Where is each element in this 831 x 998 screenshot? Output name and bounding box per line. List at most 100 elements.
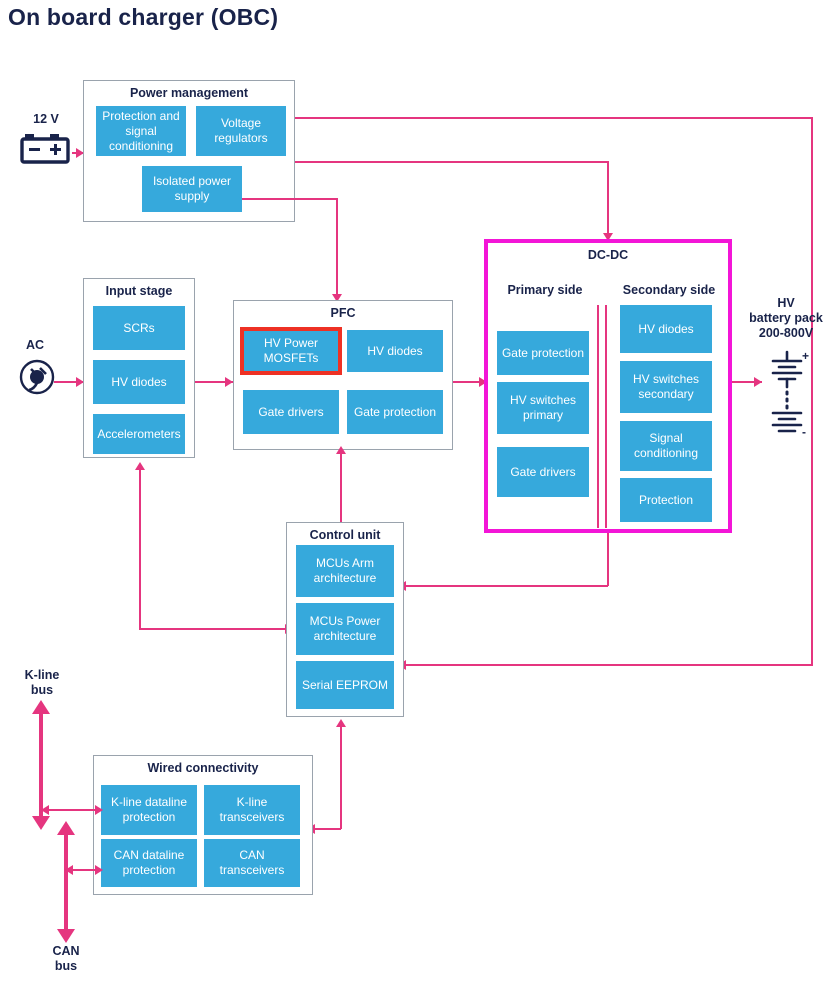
arrowhead-12v-to-power-management bbox=[76, 148, 84, 158]
block-label: Voltage regulators bbox=[214, 116, 268, 145]
connector-power-management-to-dcdc-down bbox=[607, 161, 609, 237]
block-mcus-arm-architecture[interactable]: MCUs Arm architecture bbox=[296, 545, 394, 597]
arrowhead-isolated-supply-to-pfc bbox=[332, 294, 342, 302]
page-title: On board charger (OBC) bbox=[8, 4, 279, 30]
connector-isolated-supply-to-pfc bbox=[242, 198, 338, 200]
block-dcdc-signal-conditioning[interactable]: Signal conditioning bbox=[620, 421, 712, 471]
ac-label: AC bbox=[25, 338, 45, 352]
connector-power-management-to-dcdc bbox=[295, 161, 608, 163]
connector-voltage-regulators-down bbox=[811, 117, 813, 665]
arrowhead-dcdc-to-hv-battery bbox=[754, 377, 762, 387]
group-title-wired-connectivity: Wired connectivity bbox=[147, 761, 259, 775]
block-label: K-line dataline protection bbox=[110, 795, 188, 824]
car-battery-icon bbox=[20, 132, 72, 171]
can-bus-arrow-shaft bbox=[64, 833, 68, 931]
group-title-input-stage: Input stage bbox=[105, 284, 173, 298]
block-label: HV diodes bbox=[367, 343, 423, 358]
block-dcdc-protection[interactable]: Protection bbox=[620, 478, 712, 522]
connector-control-unit-wired-v bbox=[340, 726, 342, 829]
group-title-control-unit: Control unit bbox=[309, 528, 381, 542]
connector-control-unit-to-input-stage-h bbox=[139, 628, 291, 630]
connector-ac-to-input-stage bbox=[54, 381, 84, 383]
block-label: CAN transceivers bbox=[219, 848, 285, 877]
block-input-hv-diodes[interactable]: HV diodes bbox=[93, 360, 185, 404]
ac-plug-icon bbox=[16, 356, 58, 403]
battery-12v-label: 12 V bbox=[33, 112, 59, 126]
connector-dcdc-to-control-unit-v bbox=[607, 533, 609, 586]
block-k-line-dataline-protection[interactable]: K-line dataline protection bbox=[101, 785, 197, 835]
block-can-transceivers[interactable]: CAN transceivers bbox=[204, 839, 300, 887]
connector-can-bus-to-wired bbox=[71, 869, 101, 871]
block-label: Protection bbox=[638, 492, 694, 507]
block-voltage-regulators[interactable]: Voltage regulators bbox=[196, 106, 286, 156]
k-line-bus-arrow-shaft bbox=[39, 712, 43, 818]
hv-battery-line-1: HV bbox=[777, 296, 795, 310]
group-title-power-management: Power management bbox=[129, 86, 249, 100]
block-serial-eeprom[interactable]: Serial EEPROM bbox=[296, 661, 394, 709]
arrowhead-pfc-to-dcdc bbox=[479, 377, 487, 387]
svg-text:-: - bbox=[802, 425, 806, 438]
connector-isolated-supply-to-pfc-down bbox=[336, 198, 338, 298]
arrowhead-power-management-to-dcdc bbox=[603, 233, 613, 241]
block-pfc-gate-protection[interactable]: Gate protection bbox=[347, 390, 443, 434]
k-line-bus-label: K-line bus bbox=[8, 668, 76, 698]
can-bus-label: CAN bus bbox=[32, 944, 100, 974]
block-mcus-power-architecture[interactable]: MCUs Power architecture bbox=[296, 603, 394, 655]
can-bus-arrowhead-down bbox=[57, 929, 75, 943]
block-hv-power-mosfets[interactable]: HV Power MOSFETs bbox=[240, 327, 342, 375]
hv-battery-pack-label: HV battery pack 200-800V bbox=[742, 296, 830, 341]
group-title-dc-dc: DC-DC bbox=[587, 248, 629, 262]
block-label: Protection and signal conditioning bbox=[102, 108, 180, 153]
block-label: Serial EEPROM bbox=[301, 677, 389, 692]
arrowhead-can-right bbox=[95, 865, 103, 875]
block-dcdc-gate-protection[interactable]: Gate protection bbox=[497, 331, 589, 375]
block-label: Accelerometers bbox=[97, 426, 181, 441]
block-isolated-power-supply[interactable]: Isolated power supply bbox=[142, 166, 242, 212]
block-label: Signal conditioning bbox=[633, 431, 699, 460]
block-pfc-gate-drivers[interactable]: Gate drivers bbox=[243, 390, 339, 434]
block-label: K-line transceivers bbox=[219, 795, 285, 824]
connector-dcdc-to-control-unit-h bbox=[404, 585, 608, 587]
block-label: Gate drivers bbox=[510, 464, 576, 479]
connector-dcdc-to-hv-battery bbox=[732, 381, 762, 383]
block-label: SCRs bbox=[123, 320, 155, 335]
block-label: MCUs Arm architecture bbox=[313, 556, 377, 585]
isolation-barrier-line-right bbox=[605, 305, 607, 528]
block-scrs[interactable]: SCRs bbox=[93, 306, 185, 350]
block-label: HV diodes bbox=[638, 321, 694, 336]
block-hv-switches-secondary[interactable]: HV switches secondary bbox=[620, 361, 712, 413]
isolation-barrier-line-left bbox=[597, 305, 599, 528]
arrowhead-k-line-right bbox=[95, 805, 103, 815]
block-accelerometers[interactable]: Accelerometers bbox=[93, 414, 185, 454]
block-label: HV diodes bbox=[111, 374, 167, 389]
group-title-pfc: PFC bbox=[330, 306, 356, 320]
connector-input-stage-to-pfc bbox=[195, 381, 233, 383]
block-dcdc-gate-drivers[interactable]: Gate drivers bbox=[497, 447, 589, 497]
k-line-bus-line-1: K-line bbox=[24, 668, 60, 682]
connector-pfc-control-unit bbox=[340, 452, 342, 526]
arrowhead-input-stage-to-pfc bbox=[225, 377, 233, 387]
can-bus-line-2: bus bbox=[54, 959, 78, 973]
hv-battery-line-2: battery pack bbox=[749, 311, 823, 325]
arrowhead-k-line-left bbox=[41, 805, 49, 815]
block-dcdc-hv-diodes[interactable]: HV diodes bbox=[620, 305, 712, 353]
connector-control-unit-wired-h bbox=[313, 828, 341, 830]
block-label: HV Power MOSFETs bbox=[263, 336, 319, 365]
block-label: HV switches secondary bbox=[632, 372, 700, 401]
can-bus-arrowhead-up bbox=[57, 821, 75, 835]
arrowhead-ac-to-input-stage bbox=[76, 377, 84, 387]
k-line-bus-arrowhead-up bbox=[32, 700, 50, 714]
block-can-dataline-protection[interactable]: CAN dataline protection bbox=[101, 839, 197, 887]
arrowhead-to-control-unit-bottom bbox=[336, 719, 346, 727]
block-k-line-transceivers[interactable]: K-line transceivers bbox=[204, 785, 300, 835]
block-protection-and-signal-conditioning[interactable]: Protection and signal conditioning bbox=[96, 106, 186, 156]
battery-cell-stack-icon: + - bbox=[760, 348, 814, 443]
block-hv-switches-primary[interactable]: HV switches primary bbox=[497, 382, 589, 434]
block-pfc-hv-diodes[interactable]: HV diodes bbox=[347, 330, 443, 372]
k-line-bus-line-2: bus bbox=[30, 683, 54, 697]
arrowhead-to-pfc-bottom bbox=[336, 446, 346, 454]
subtitle-secondary-side: Secondary side bbox=[622, 283, 716, 297]
block-label: MCUs Power architecture bbox=[309, 614, 381, 643]
svg-text:+: + bbox=[802, 349, 809, 363]
